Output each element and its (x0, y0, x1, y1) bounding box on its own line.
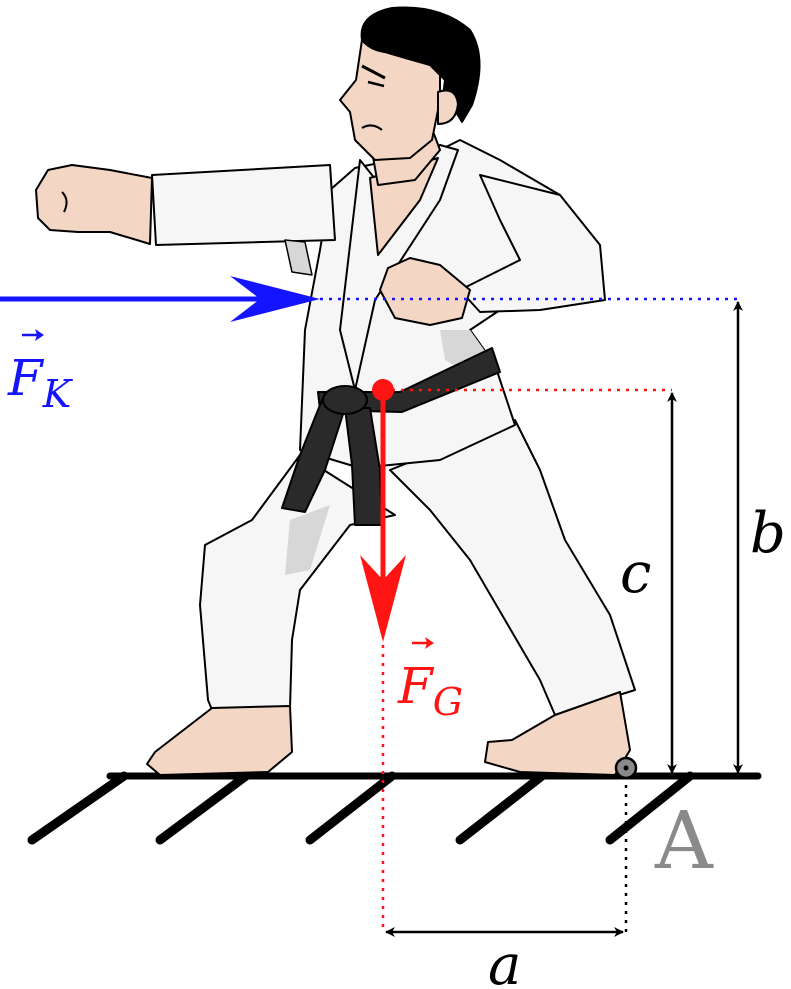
eyebrow (361, 64, 386, 80)
right-foot (484, 691, 631, 776)
kick-force: FK (0, 276, 740, 416)
left-foot (146, 705, 293, 776)
gravity-force: FG (360, 379, 672, 932)
ground-hatch (455, 771, 547, 845)
gravity-arrow-head (360, 555, 406, 642)
pivot: A (614, 756, 714, 932)
belt-knot (322, 385, 368, 415)
center-of-gravity-dot (372, 379, 394, 401)
chambered-fist (379, 257, 471, 326)
punching-arm (151, 164, 336, 246)
fist-knuckle-line (61, 191, 68, 213)
kick-arrow-head (230, 276, 320, 322)
punching-fist (35, 164, 153, 245)
ground (27, 771, 762, 845)
dimension-a: a (385, 927, 624, 989)
dimension-c: c (620, 392, 677, 774)
mouth (361, 124, 383, 131)
kick-force-symbol: F (7, 349, 45, 407)
pivot-center (623, 765, 629, 771)
kick-vector-arrow-icon (22, 329, 44, 341)
ground-hatch (605, 771, 695, 845)
ear (437, 89, 459, 125)
ground-hatch (305, 771, 397, 845)
ground-hatch (155, 771, 251, 845)
kick-force-label: FK (7, 349, 74, 416)
dimension-b: b (733, 301, 786, 774)
gravity-force-label: FG (397, 657, 463, 724)
eye (367, 80, 385, 88)
chambered-arm (459, 174, 606, 313)
kick-force-subscript: K (42, 372, 74, 416)
pivot-label: A (654, 794, 714, 887)
dimension-c-label: c (620, 541, 651, 606)
gi-shadow (285, 505, 330, 575)
gravity-force-symbol: F (397, 657, 435, 715)
gravity-vector-arrow-icon (412, 637, 434, 649)
sleeve-shadow (284, 239, 313, 276)
dimension-a-label: a (488, 933, 521, 989)
dimension-b-label: b (750, 501, 786, 566)
karateka-figure (35, 6, 636, 776)
ground-hatch (27, 771, 129, 845)
gravity-force-subscript: G (433, 680, 463, 724)
